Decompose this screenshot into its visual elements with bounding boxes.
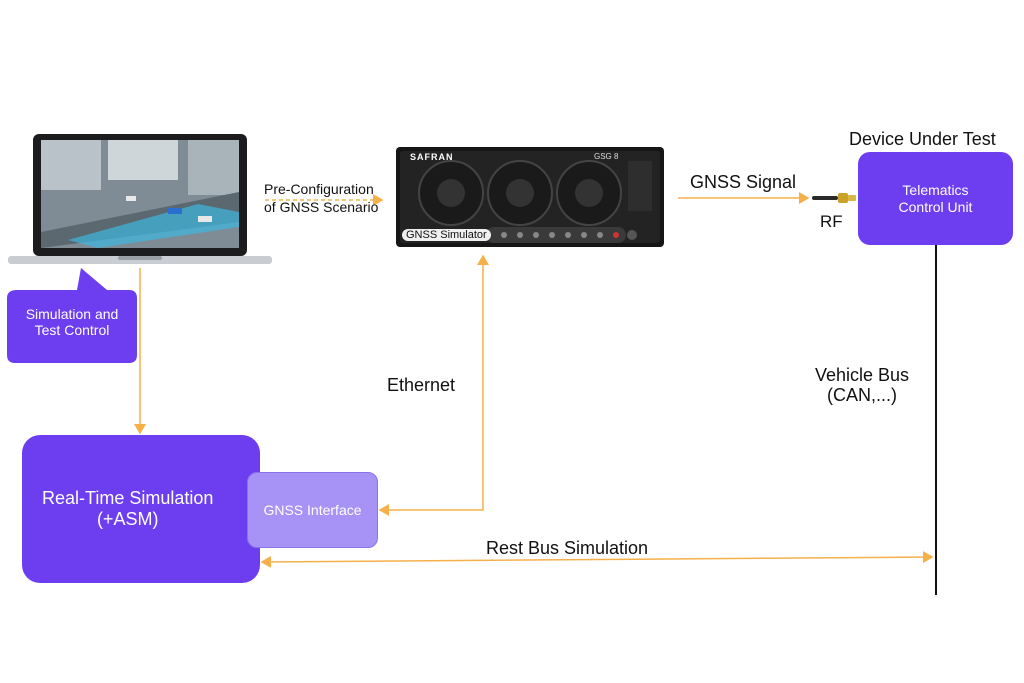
simulator-model: GSG 8 [594,152,619,161]
telematics-control-unit-box: Telematics Control Unit [858,152,1013,245]
realtime-simulation-box: Real-Time Simulation (+ASM) [22,435,260,583]
preconfig-label: Pre-Configuration of GNSS Scenario [264,181,379,216]
rest-bus-label: Rest Bus Simulation [486,538,649,558]
gnss-interface-box: GNSS Interface [247,472,378,548]
rest-bus-arrow [260,551,934,568]
laptop-icon [8,132,272,268]
device-under-test-label: Device Under Test [849,129,996,149]
simulator-caption: GNSS Simulator [402,229,491,241]
rf-antenna-icon [812,190,856,206]
gnss-signal-label: GNSS Signal [690,172,797,192]
simulator-brand: SAFRAN [410,152,454,162]
realtime-simulation-label: Real-Time Simulation (+ASM) [42,488,214,529]
gnss-simulator-icon: SAFRAN GSG 8 GNSS Simulator [396,147,664,247]
rf-label: RF [820,212,843,231]
gnss-interface-label: GNSS Interface [263,502,362,518]
telematics-control-unit-label: Telematics Control Unit [898,182,973,215]
simulation-test-control-box: Simulation and Test Control [7,268,137,363]
ethernet-link [378,254,489,516]
ethernet-label: Ethernet [387,375,456,395]
simulation-test-control-label: Simulation and Test Control [25,306,119,339]
vehicle-bus-label: Vehicle Bus (CAN,...) [815,365,910,405]
